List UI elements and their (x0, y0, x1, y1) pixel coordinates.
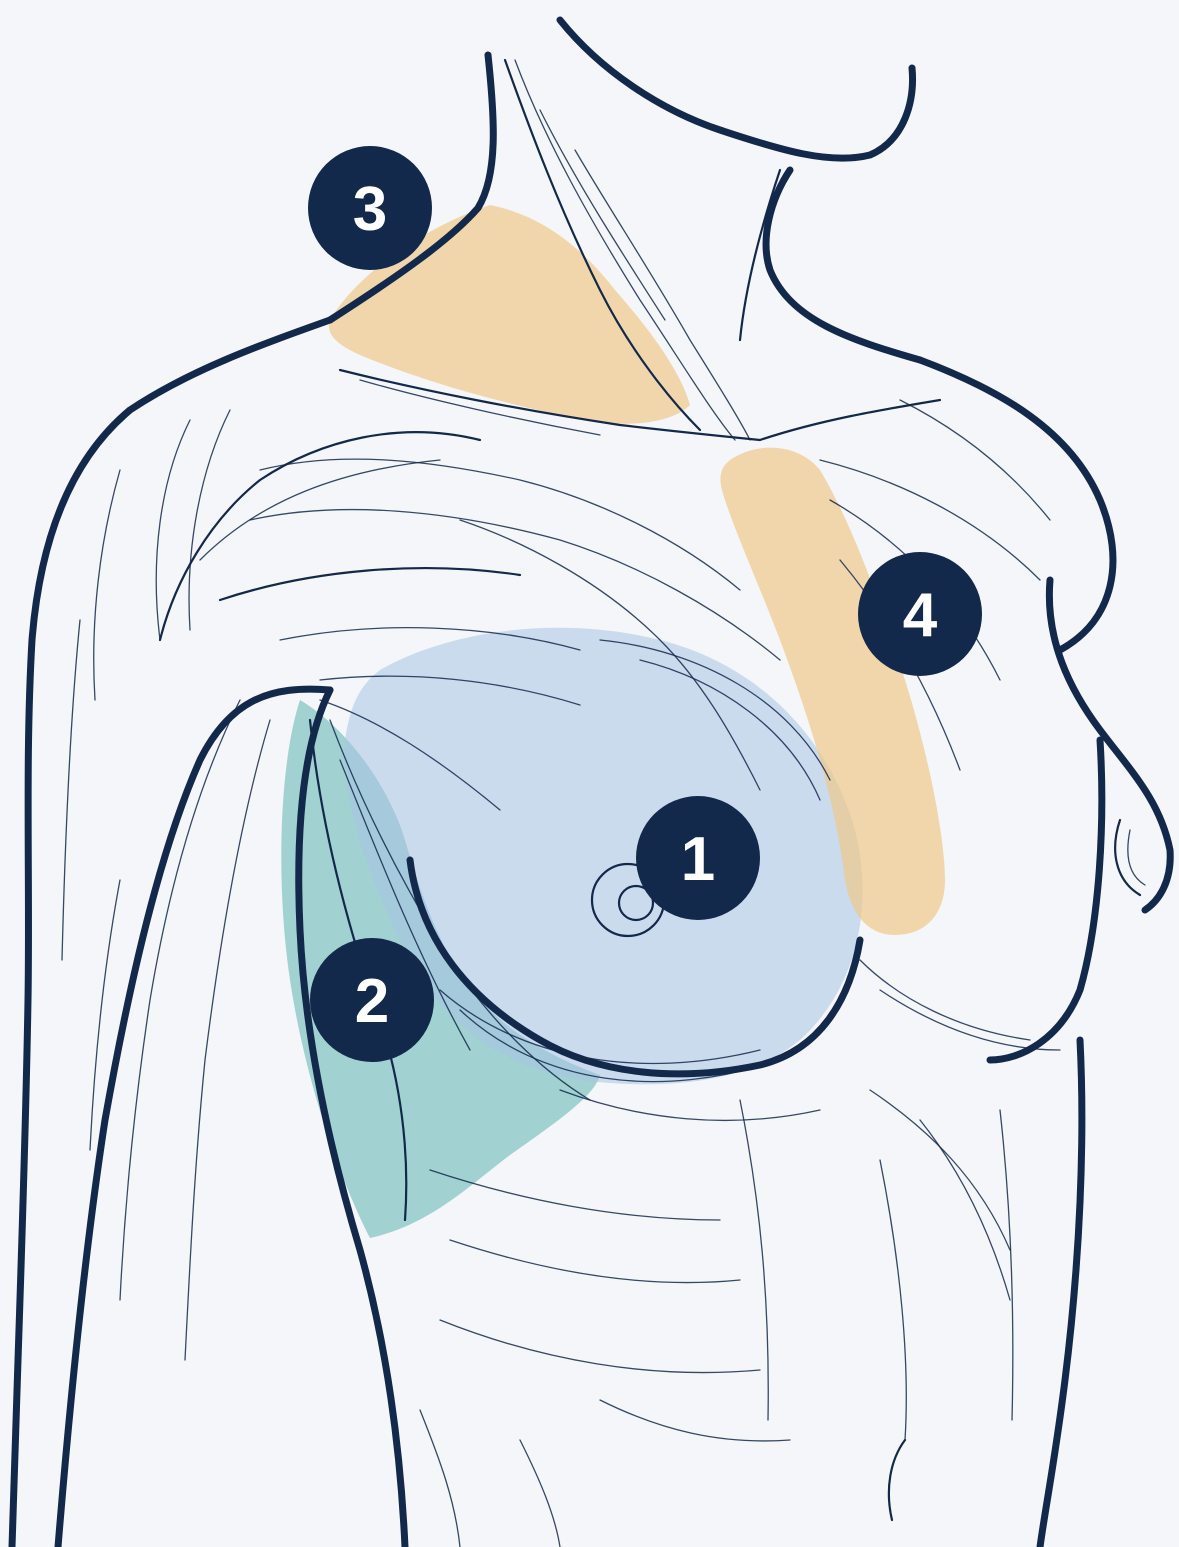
marker-1[interactable]: 1 (636, 796, 760, 920)
marker-3[interactable]: 3 (308, 146, 432, 270)
marker-2[interactable]: 2 (310, 938, 434, 1062)
marker-4-label: 4 (903, 581, 938, 650)
marker-1-label: 1 (681, 825, 715, 894)
marker-2-label: 2 (355, 967, 389, 1036)
marker-3-label: 3 (353, 175, 387, 244)
marker-4[interactable]: 4 (858, 552, 982, 676)
